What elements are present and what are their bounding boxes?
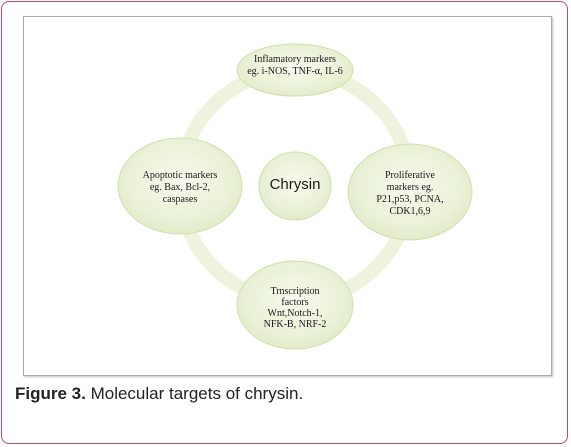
node-top bbox=[236, 43, 354, 97]
caption-label: Figure 3. bbox=[15, 384, 86, 403]
node-right bbox=[347, 143, 473, 241]
node-center bbox=[258, 151, 332, 221]
node-top-label: Inflamatory markers eg. i-NOS, TNF-α, IL… bbox=[247, 54, 343, 77]
node-bottom-label: Trnscription factors Wnt,Notch-1, NFK-B,… bbox=[263, 286, 327, 330]
center-label: Chrysin bbox=[269, 176, 321, 193]
node-left-label: Apoptotic markers eg. Bax, Bcl-2, caspas… bbox=[142, 170, 218, 205]
node-left bbox=[117, 137, 243, 235]
node-bottom bbox=[236, 260, 354, 350]
node-right-label: Proliferative markers eg. P21,p53, PCNA,… bbox=[376, 170, 444, 217]
caption-text: Molecular targets of chrysin. bbox=[85, 384, 304, 403]
figure-caption: Figure 3. Molecular targets of chrysin. bbox=[15, 384, 303, 404]
